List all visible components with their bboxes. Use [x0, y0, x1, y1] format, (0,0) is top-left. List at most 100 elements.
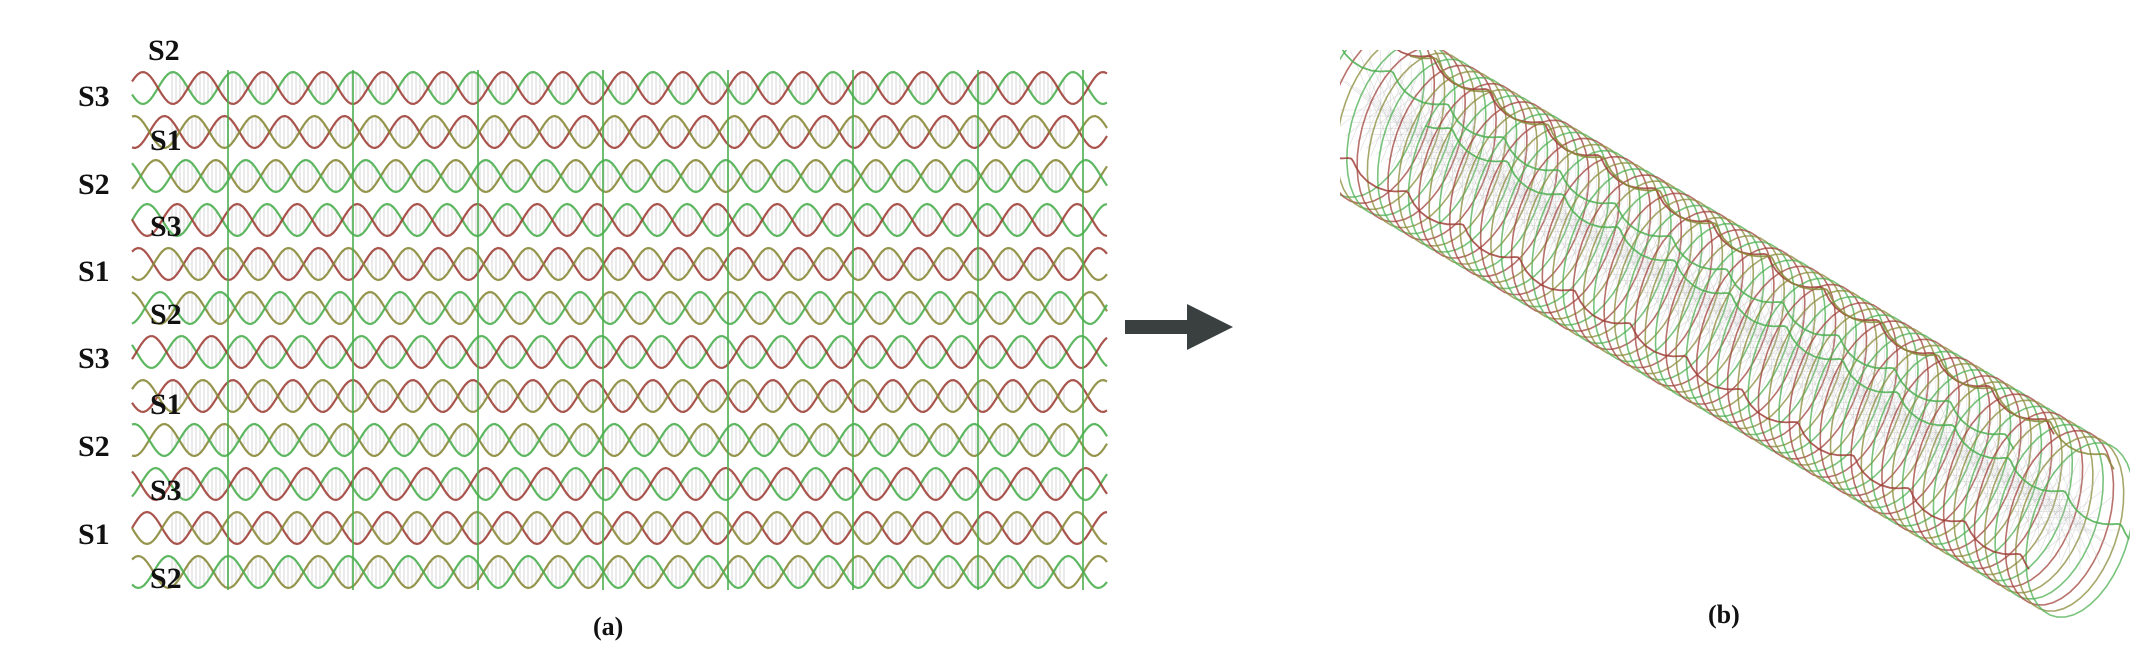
tube-ring [1757, 283, 1868, 460]
tube-ring [1942, 393, 2053, 570]
base-pair [1901, 409, 1971, 466]
tube-ring [1819, 320, 1930, 497]
origami-tube-3d [1340, 50, 2130, 618]
base-pair [1685, 281, 1755, 338]
base-pair [1932, 427, 2002, 484]
base-pair [1936, 396, 1977, 492]
tube-ring [1500, 131, 1611, 308]
base-pair [1695, 287, 1765, 344]
dna-strand [131, 510, 1108, 546]
base-pair [1417, 123, 1488, 179]
tube-ring [1510, 137, 1621, 314]
base-pair [1411, 85, 1452, 182]
tube-ring [1911, 375, 2022, 551]
base-pair [1833, 335, 1874, 431]
tube-ring [1706, 253, 1816, 430]
row-label-inner: S2 [150, 298, 182, 331]
row-label-left: S2 [78, 430, 110, 463]
tube-ring [1695, 247, 1806, 424]
row-label-left: S3 [78, 342, 110, 375]
base-pair [1596, 195, 1638, 291]
dna-strand [131, 290, 1108, 326]
tube-ring [1634, 210, 1744, 387]
dna-strand [131, 466, 1108, 502]
base-pair [1643, 257, 1714, 313]
row-label-left: S1 [78, 518, 110, 551]
tube-ring [1860, 344, 1971, 521]
base-pair [1798, 348, 1868, 405]
base-pair [1576, 183, 1617, 279]
base-pair [1767, 330, 1837, 386]
tube-ring [1829, 326, 1940, 503]
tube-ring [1582, 180, 1693, 357]
dna-strand [131, 290, 1108, 326]
base-pair [1401, 79, 1442, 176]
base-pair [1730, 274, 1771, 371]
tube-ring [1407, 76, 1518, 253]
base-pair [1448, 141, 1518, 198]
dna-strand [131, 70, 1108, 106]
base-pair [1874, 359, 1916, 456]
base-pair [1812, 323, 1854, 419]
dna-strand [131, 378, 1108, 414]
tube-ring [1932, 387, 2043, 564]
base-pair [1715, 299, 1786, 356]
base-pair [1829, 366, 1899, 423]
dna-strand [131, 114, 1108, 150]
base-pair [1561, 208, 1632, 265]
base-pair [1613, 239, 1683, 295]
dna-strand [131, 422, 1108, 458]
base-pair [1792, 310, 1833, 407]
tube-ring [1376, 58, 1487, 235]
dna-strand [131, 70, 1108, 106]
tube-ring [1613, 198, 1724, 375]
base-pair [1524, 152, 1566, 249]
dna-strand [131, 246, 1108, 282]
tube-ring [1438, 95, 1549, 271]
base-pair [2039, 457, 2080, 553]
base-pair [1709, 262, 1751, 358]
tube-ring [1397, 70, 1508, 247]
base-pair [1859, 385, 1930, 441]
base-pair [1664, 269, 1735, 326]
base-pair [1674, 275, 1745, 332]
tube-ring [1562, 168, 1672, 345]
dna-strand [131, 202, 1108, 238]
base-pair [2049, 463, 2090, 559]
base-pair [1514, 146, 1555, 243]
row-label-inner: S1 [150, 388, 182, 421]
row-label-left: S2 [78, 168, 110, 201]
base-pair [1499, 172, 1570, 228]
tube-ring [1340, 50, 1425, 198]
base-pair [1699, 256, 1741, 352]
base-pair [1915, 384, 1957, 480]
dna-strand [131, 510, 1108, 546]
dna-strand [131, 158, 1108, 194]
tube-ring [1922, 381, 2032, 557]
base-pair [1530, 190, 1601, 246]
base-pair [1421, 91, 1463, 188]
base-pair [1380, 67, 1422, 164]
dna-strand [131, 114, 1108, 150]
base-pair [1658, 231, 1699, 328]
tube-ring [1340, 50, 1446, 211]
arrow-right-icon [1125, 304, 1233, 350]
tube-ring [1572, 174, 1683, 351]
row-label-inner: S3 [150, 210, 182, 243]
base-pair [1617, 207, 1658, 304]
base-pair [1849, 379, 1920, 435]
row-label-inner: S2 [148, 34, 180, 67]
tube-ring [1356, 50, 1467, 223]
base-pair [1565, 177, 1607, 273]
base-pair [1977, 420, 2018, 517]
tube-ring [1850, 338, 1960, 515]
dna-strand [1409, 55, 2115, 470]
base-pair [2018, 444, 2060, 541]
base-pair [1740, 280, 1782, 377]
base-pair [1489, 166, 1560, 222]
base-pair [1736, 312, 1807, 368]
tube-ring [1340, 50, 1436, 205]
tube-ring [1520, 143, 1631, 320]
base-pair [1545, 164, 1586, 261]
base-pair [1843, 341, 1885, 437]
